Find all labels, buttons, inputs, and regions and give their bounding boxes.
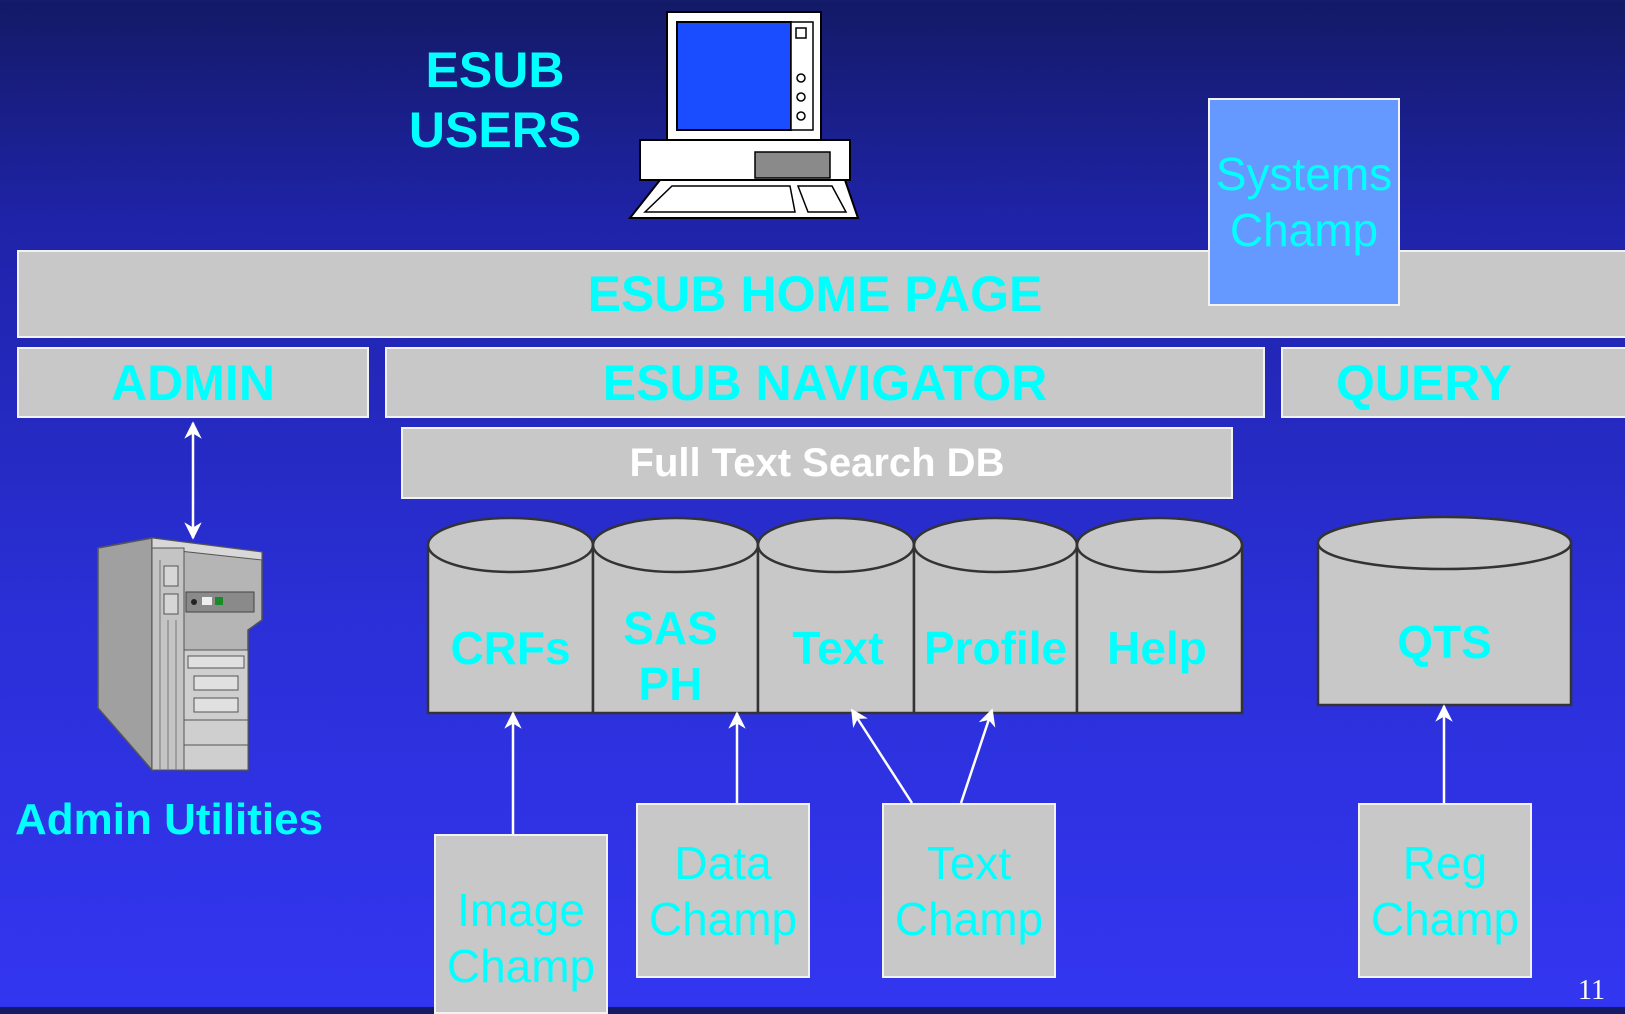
- db-label-qts-text: QTS: [1397, 616, 1492, 668]
- db-label-help: Help: [1077, 620, 1237, 676]
- systems-champ-line2: Champ: [1229, 204, 1379, 256]
- data-champ-line1: Data: [674, 836, 772, 889]
- systems-champ-line1: Systems: [1215, 148, 1393, 200]
- text-champ-line1: Text: [926, 836, 1012, 889]
- db-cylinder-text: [756, 516, 916, 715]
- db-cylinder-profile: [912, 516, 1079, 715]
- data-champ-line2: Champ: [648, 892, 798, 945]
- data-champ-box: Data Champ: [636, 803, 810, 978]
- db-cylinder-crfs: [426, 516, 595, 715]
- esub-users-title-line1: ESUB: [425, 42, 565, 98]
- reg-champ-line2: Champ: [1370, 892, 1520, 945]
- reg-champ-box: Reg Champ: [1358, 803, 1532, 978]
- db-label-help-line1: Help: [1107, 622, 1207, 674]
- admin-label: ADMIN: [111, 354, 275, 411]
- query-label: QUERY: [1336, 354, 1512, 411]
- db-cylinder-help: [1075, 516, 1244, 715]
- full-text-search-label: Full Text Search DB: [629, 440, 1005, 485]
- db-label-sas-line1: SAS: [623, 602, 718, 654]
- arrow-text-profile: [959, 708, 996, 804]
- esub-users-title: ESUB USERS: [395, 40, 595, 160]
- esub-users-title-line2: USERS: [408, 102, 582, 158]
- arrow-text-text: [850, 708, 914, 804]
- db-label-crfs: CRFs: [428, 620, 593, 676]
- systems-champ-box: Systems Champ: [1208, 98, 1400, 306]
- reg-champ-line1: Reg: [1402, 836, 1488, 889]
- admin-utilities-label: Admin Utilities: [15, 795, 324, 844]
- db-label-sas-line2: PH: [638, 658, 703, 710]
- text-champ-box: Text Champ: [882, 803, 1056, 978]
- db-label-profile-line1: Profile: [923, 622, 1068, 674]
- db-label-text-line1: Text: [792, 622, 884, 674]
- navigator-label: ESUB NAVIGATOR: [602, 354, 1048, 411]
- image-champ-line1: Image: [457, 884, 585, 936]
- db-label-text: Text: [768, 620, 908, 676]
- db-label-profile: Profile: [914, 620, 1077, 676]
- home-page-label: ESUB HOME PAGE: [587, 266, 1043, 322]
- image-champ-box: Image Champ: [434, 834, 608, 1014]
- text-champ-line2: Champ: [894, 892, 1044, 945]
- admin-box: ADMIN: [17, 347, 369, 418]
- server-icon: [97, 537, 263, 773]
- db-label-qts: QTS: [1318, 614, 1571, 670]
- navigator-box: ESUB NAVIGATOR: [385, 347, 1265, 418]
- db-label-sas-ph: SAS PH: [593, 600, 748, 712]
- query-box: QUERY: [1281, 347, 1625, 418]
- db-cylinder-qts: [1316, 515, 1573, 707]
- full-text-search-box: Full Text Search DB: [401, 427, 1233, 499]
- page-number: 11: [1578, 975, 1605, 1006]
- db-label-crfs-line1: CRFs: [450, 622, 571, 674]
- image-champ-line2: Champ: [446, 940, 596, 992]
